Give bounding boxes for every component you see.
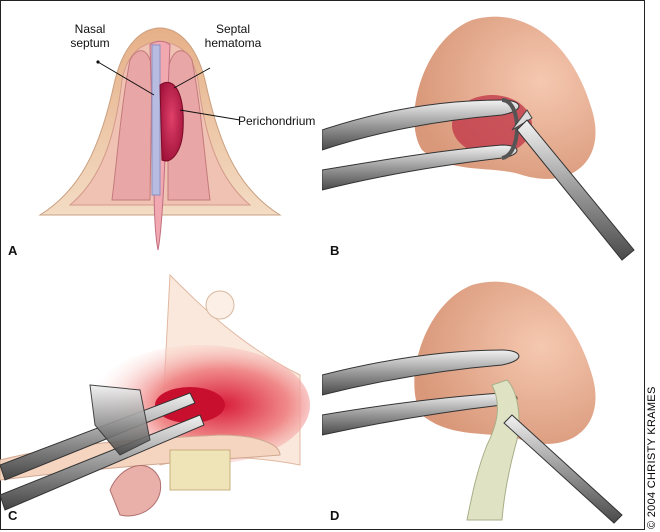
panel-label-a: A xyxy=(8,243,18,258)
panel-b: B xyxy=(322,0,644,265)
figure-frame xyxy=(0,0,645,530)
panel-d: D xyxy=(322,265,644,530)
panel-label-d: D xyxy=(330,508,340,523)
panel-c: C xyxy=(0,265,322,530)
drainage-illustration xyxy=(0,273,310,517)
copyright-notice: © 2004 CHRISTY KRAMES xyxy=(646,386,658,529)
label-perichondrium: Perichondrium xyxy=(238,114,316,128)
incision-illustration xyxy=(322,16,635,261)
nasal-cross-section-illustration xyxy=(38,27,282,251)
panel-label-c: C xyxy=(8,508,18,523)
label-nasal-septum: Nasal septum xyxy=(70,22,110,50)
label-septal-hematoma: Septal hematoma xyxy=(204,22,262,50)
packing-illustration xyxy=(322,281,623,524)
panel-label-b: B xyxy=(330,243,340,258)
panel-a: Nasal septum Septal hematoma Perichondri… xyxy=(0,0,322,265)
